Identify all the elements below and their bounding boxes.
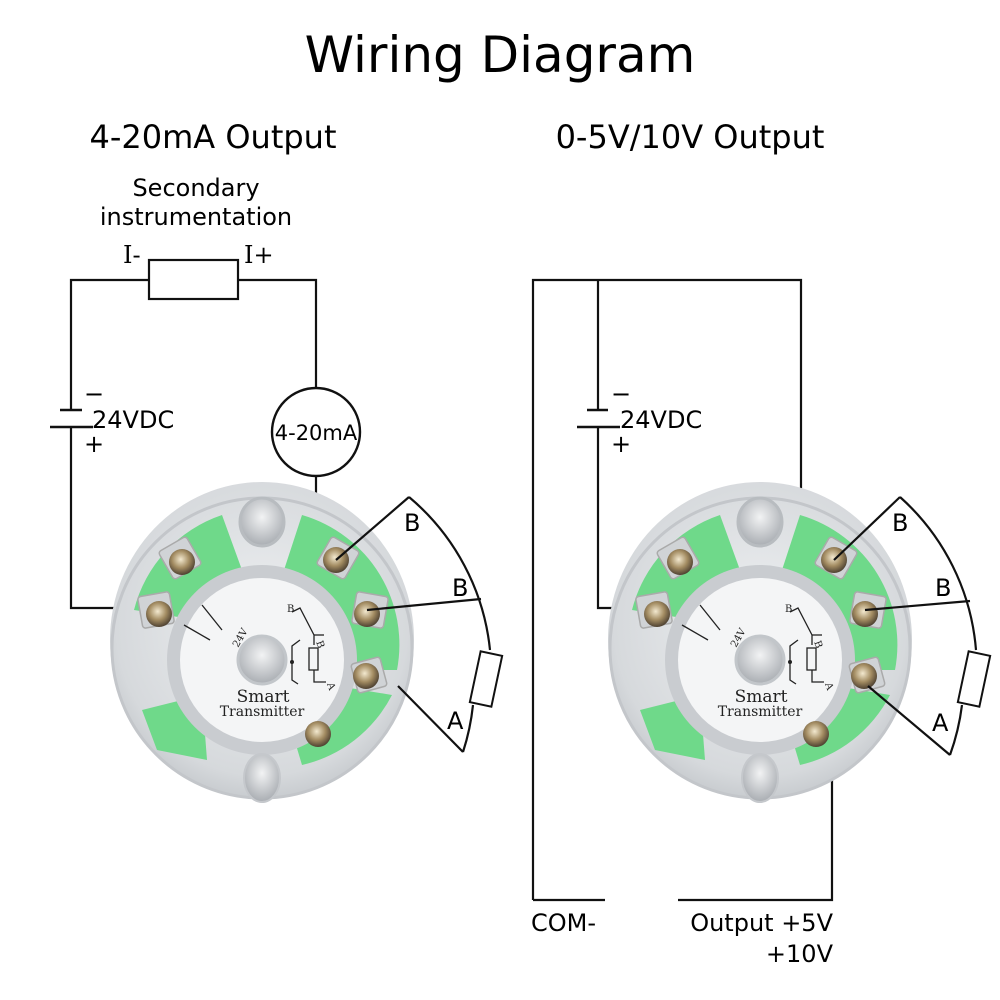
wire <box>366 597 482 612</box>
load-minus-label: I- <box>123 241 141 269</box>
wire <box>948 704 964 756</box>
panel-heading: 0-5V/10V Output <box>556 118 825 156</box>
supply-plus-label: + <box>84 430 104 458</box>
supply-label: 24VDC <box>92 406 174 434</box>
device-b1-mark: B <box>287 604 294 615</box>
load-plus-label: I+ <box>244 241 274 269</box>
supply-plus-label: + <box>611 430 631 458</box>
wire <box>864 599 971 612</box>
secondary-instrument-label: Secondary <box>132 174 259 202</box>
wire <box>69 278 149 410</box>
device-b1-mark: B <box>785 604 792 615</box>
wire <box>678 735 834 902</box>
battery-icon <box>577 408 620 429</box>
device-face-label: Smart <box>735 687 788 707</box>
device-face-label-2: Transmitter <box>220 704 305 720</box>
panel-4-20ma: 4-20mA Output Secondary instrumentation … <box>50 118 504 804</box>
device-b2-mark: B <box>811 639 824 650</box>
wire <box>335 496 410 561</box>
device-b2-mark: B <box>313 639 326 650</box>
ammeter-icon <box>270 386 362 478</box>
device-face-label: Smart <box>237 687 290 707</box>
sensor-label-a: A <box>447 707 464 735</box>
wire <box>899 496 978 651</box>
com-label: COM- <box>531 909 596 937</box>
output-label-2: +10V <box>766 940 834 968</box>
output-label: Output +5V <box>690 909 833 937</box>
secondary-instrument-label-2: instrumentation <box>100 203 292 231</box>
wire <box>238 278 318 388</box>
smart-transmitter-device <box>108 480 416 804</box>
wire <box>833 496 901 561</box>
battery-icon <box>50 408 93 429</box>
panel-0-10v: 0-5V/10V Output − 24VDC + Smart Transmit… <box>531 118 992 968</box>
sensor-label-b1: B <box>892 509 908 537</box>
supply-minus-label: − <box>84 380 104 408</box>
sensor-label-b1: B <box>404 509 420 537</box>
sensor-label-a: A <box>932 709 949 737</box>
load-resistor-icon <box>147 258 240 301</box>
panel-heading: 4-20mA Output <box>89 118 336 156</box>
rtd-sensor-icon <box>468 650 504 708</box>
sensor-label-b2: B <box>935 574 951 602</box>
rtd-sensor-icon <box>956 650 992 708</box>
wire <box>461 704 475 753</box>
wire <box>397 685 464 753</box>
supply-label: 24VDC <box>620 406 702 434</box>
sensor-label-b2: B <box>452 574 468 602</box>
device-face-label-2: Transmitter <box>718 704 803 720</box>
wire <box>408 496 492 651</box>
supply-minus-label: − <box>611 380 631 408</box>
diagram-title: Wiring Diagram <box>305 26 696 84</box>
wire <box>867 685 951 756</box>
meter-label: 4-20mA <box>275 421 358 445</box>
